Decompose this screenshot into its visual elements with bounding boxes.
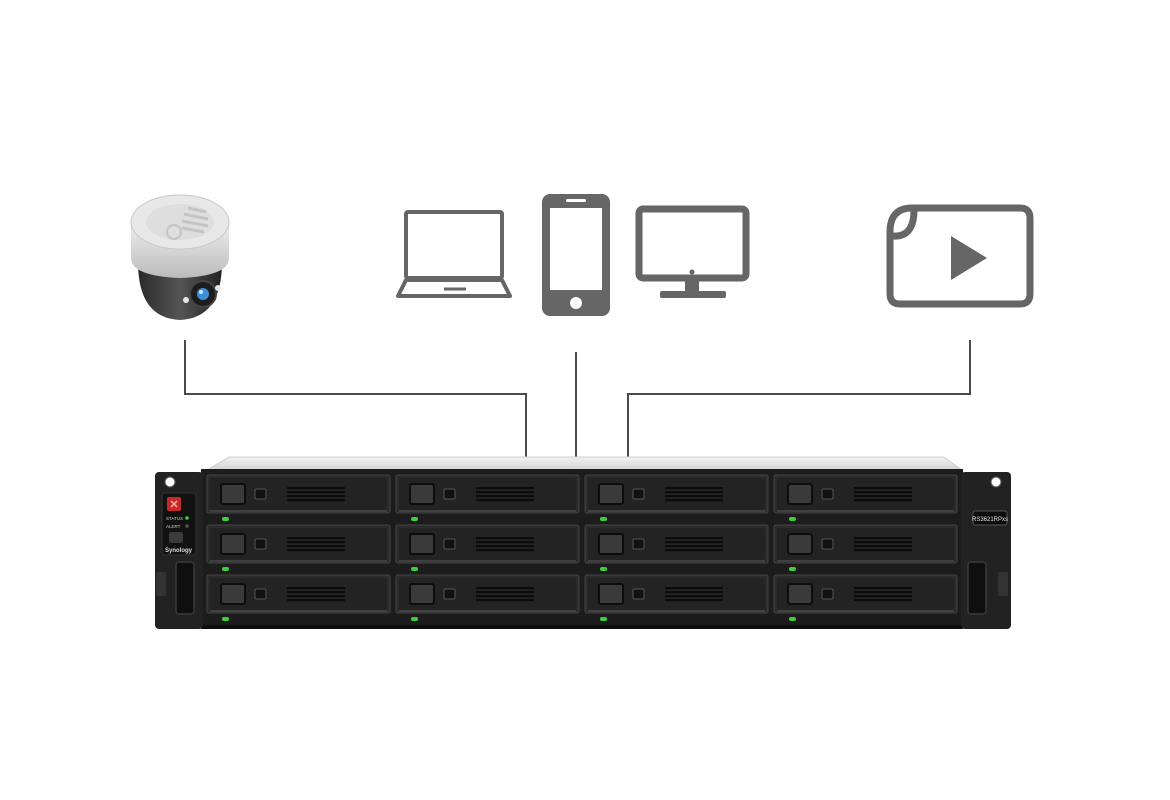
video-file-icon: [886, 204, 1034, 308]
drive-bay-3[interactable]: [584, 474, 769, 521]
drive-bay-10[interactable]: [395, 574, 580, 621]
drive-bay-5[interactable]: [206, 524, 391, 571]
nas-right-ear: RS3621RPxs: [961, 472, 1011, 629]
alert-led: [185, 524, 189, 528]
drive-led-3: [600, 517, 607, 521]
drive-bay-2[interactable]: [395, 474, 580, 521]
brand-label: Synology: [165, 548, 193, 554]
alert-label: ALERT: [166, 524, 181, 529]
right-handle[interactable]: [967, 561, 987, 615]
connector-media: [627, 340, 971, 457]
copy-button-icon[interactable]: [169, 532, 183, 543]
drive-bay-1[interactable]: [206, 474, 391, 521]
drive-led-5: [222, 567, 229, 571]
drive-led-11: [600, 617, 607, 621]
status-label: STATUS: [166, 516, 183, 521]
drive-bay-11[interactable]: [584, 574, 769, 621]
drive-led-10: [411, 617, 418, 621]
drive-led-8: [789, 567, 796, 571]
drive-led-2: [411, 517, 418, 521]
drive-led-4: [789, 517, 796, 521]
left-handle[interactable]: [175, 561, 195, 615]
drive-led-12: [789, 617, 796, 621]
connector-camera: [184, 340, 527, 457]
laptop-icon: [396, 210, 512, 298]
drive-led-6: [411, 567, 418, 571]
dome-camera-icon: [130, 194, 230, 320]
nas-top-panel: [205, 456, 964, 471]
drive-bay-7[interactable]: [584, 524, 769, 571]
drive-led-9: [222, 617, 229, 621]
drive-bays: [206, 474, 958, 621]
nas-left-ear: STATUS ALERT Synology: [155, 472, 203, 629]
drive-bay-4[interactable]: [773, 474, 958, 521]
smartphone-icon: [542, 194, 610, 316]
model-label: RS3621RPxs: [972, 517, 1008, 523]
status-led: [185, 516, 189, 520]
drive-bay-6[interactable]: [395, 524, 580, 571]
drive-bay-12[interactable]: [773, 574, 958, 621]
drive-led-7: [600, 567, 607, 571]
drive-bay-8[interactable]: [773, 524, 958, 571]
drive-led-1: [222, 517, 229, 521]
monitor-icon: [635, 205, 750, 298]
connector-lines: [184, 340, 971, 457]
rack-nas-icon: STATUS ALERT Synology RS3621RPxs: [155, 456, 1011, 629]
drive-bay-9[interactable]: [206, 574, 391, 621]
